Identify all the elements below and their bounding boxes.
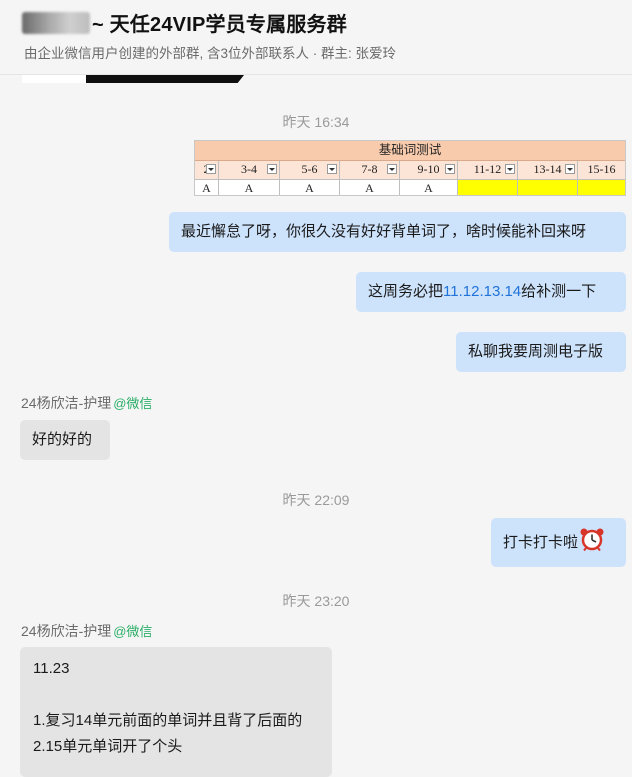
timestamp: 昨天 23:20 bbox=[282, 593, 350, 609]
message-list[interactable]: 昨天 16:34 基础词测试 2 3-4 5-6 7-8 9-10 11-12 … bbox=[0, 75, 632, 777]
timestamp: 昨天 22:09 bbox=[282, 492, 350, 508]
sheet-header-row: 2 3-4 5-6 7-8 9-10 11-12 13-14 15-16 bbox=[195, 161, 625, 180]
previous-image-fragment[interactable] bbox=[22, 75, 86, 83]
filter-dropdown-icon bbox=[505, 164, 515, 174]
message-line: 11.23 bbox=[33, 660, 70, 677]
sheet-cell: A bbox=[340, 180, 400, 195]
wechat-tag: @微信 bbox=[113, 624, 153, 639]
outgoing-message[interactable]: 最近懈怠了呀，你很久没有好好背单词了，啥时候能补回来呀 bbox=[169, 212, 626, 252]
chat-header: ~ 天任24VIP学员专属服务群 由企业微信用户创建的外部群, 含3位外部联系人… bbox=[0, 0, 632, 75]
sheet-col-header: 15-16 bbox=[578, 161, 625, 179]
sender-label[interactable]: 24杨欣洁-护理@微信 bbox=[21, 393, 152, 413]
outgoing-message[interactable]: 这周务必把11.12.13.14给补测一下 bbox=[356, 272, 626, 312]
filter-dropdown-icon bbox=[445, 164, 455, 174]
sheet-cell: A bbox=[219, 180, 280, 195]
sheet-col-header: 7-8 bbox=[340, 161, 400, 179]
incoming-message-multiline[interactable]: 11.23 1.复习14单元前面的单词并且背了后面的 2.15单元单词开了个头 bbox=[20, 647, 332, 777]
filter-dropdown-icon bbox=[327, 164, 337, 174]
filter-dropdown-icon bbox=[387, 164, 397, 174]
outgoing-message[interactable]: 私聊我要周测电子版 bbox=[456, 332, 626, 372]
sheet-col-header: 11-12 bbox=[458, 161, 518, 179]
outgoing-message[interactable]: 打卡打卡啦 bbox=[491, 518, 626, 567]
number-link[interactable]: 11.12.13.14 bbox=[443, 283, 522, 300]
blurred-name bbox=[22, 11, 90, 34]
sheet-col-header: 2 bbox=[195, 161, 219, 179]
wechat-tag: @微信 bbox=[113, 396, 153, 411]
sender-name: 24杨欣洁-护理 bbox=[21, 395, 112, 411]
alarm-clock-icon bbox=[579, 527, 605, 558]
sheet-cell: A bbox=[400, 180, 458, 195]
filter-dropdown-icon bbox=[267, 164, 277, 174]
sheet-value-row: A A A A A bbox=[195, 180, 625, 195]
message-text: 给补测一下 bbox=[521, 283, 597, 300]
sender-name: 24杨欣洁-护理 bbox=[21, 623, 112, 639]
message-text: 打卡打卡啦 bbox=[503, 534, 579, 551]
sheet-col-header: 13-14 bbox=[518, 161, 578, 179]
sheet-cell-highlighted bbox=[458, 180, 518, 195]
sheet-title: 基础词测试 bbox=[195, 141, 625, 161]
sheet-cell-highlighted bbox=[578, 180, 625, 195]
spreadsheet-image-message[interactable]: 基础词测试 2 3-4 5-6 7-8 9-10 11-12 13-14 15-… bbox=[194, 140, 626, 196]
sheet-col-header: 3-4 bbox=[219, 161, 280, 179]
sheet-col-header: 5-6 bbox=[280, 161, 340, 179]
message-line: 2.15单元单词开了个头 bbox=[33, 738, 183, 755]
incoming-message[interactable]: 好的好的 bbox=[20, 420, 110, 460]
group-title-row: ~ 天任24VIP学员专属服务群 bbox=[22, 8, 347, 37]
previous-image-fragment-dark[interactable] bbox=[86, 75, 244, 83]
filter-dropdown-icon bbox=[565, 164, 575, 174]
filter-dropdown-icon bbox=[206, 164, 216, 174]
sheet-cell: A bbox=[195, 180, 219, 195]
message-line: 1.复习14单元前面的单词并且背了后面的 bbox=[33, 712, 303, 729]
sheet-col-header: 9-10 bbox=[400, 161, 458, 179]
blank-line bbox=[33, 682, 319, 708]
group-title[interactable]: ~ 天任24VIP学员专属服务群 bbox=[92, 14, 347, 36]
timestamp: 昨天 16:34 bbox=[282, 114, 350, 130]
sheet-cell-highlighted bbox=[518, 180, 578, 195]
sender-label[interactable]: 24杨欣洁-护理@微信 bbox=[21, 621, 152, 641]
sheet-cell: A bbox=[280, 180, 340, 195]
message-text: 这周务必把 bbox=[368, 283, 444, 300]
group-subtitle: 由企业微信用户创建的外部群, 含3位外部联系人 · 群主: 张爱玲 bbox=[24, 46, 397, 61]
